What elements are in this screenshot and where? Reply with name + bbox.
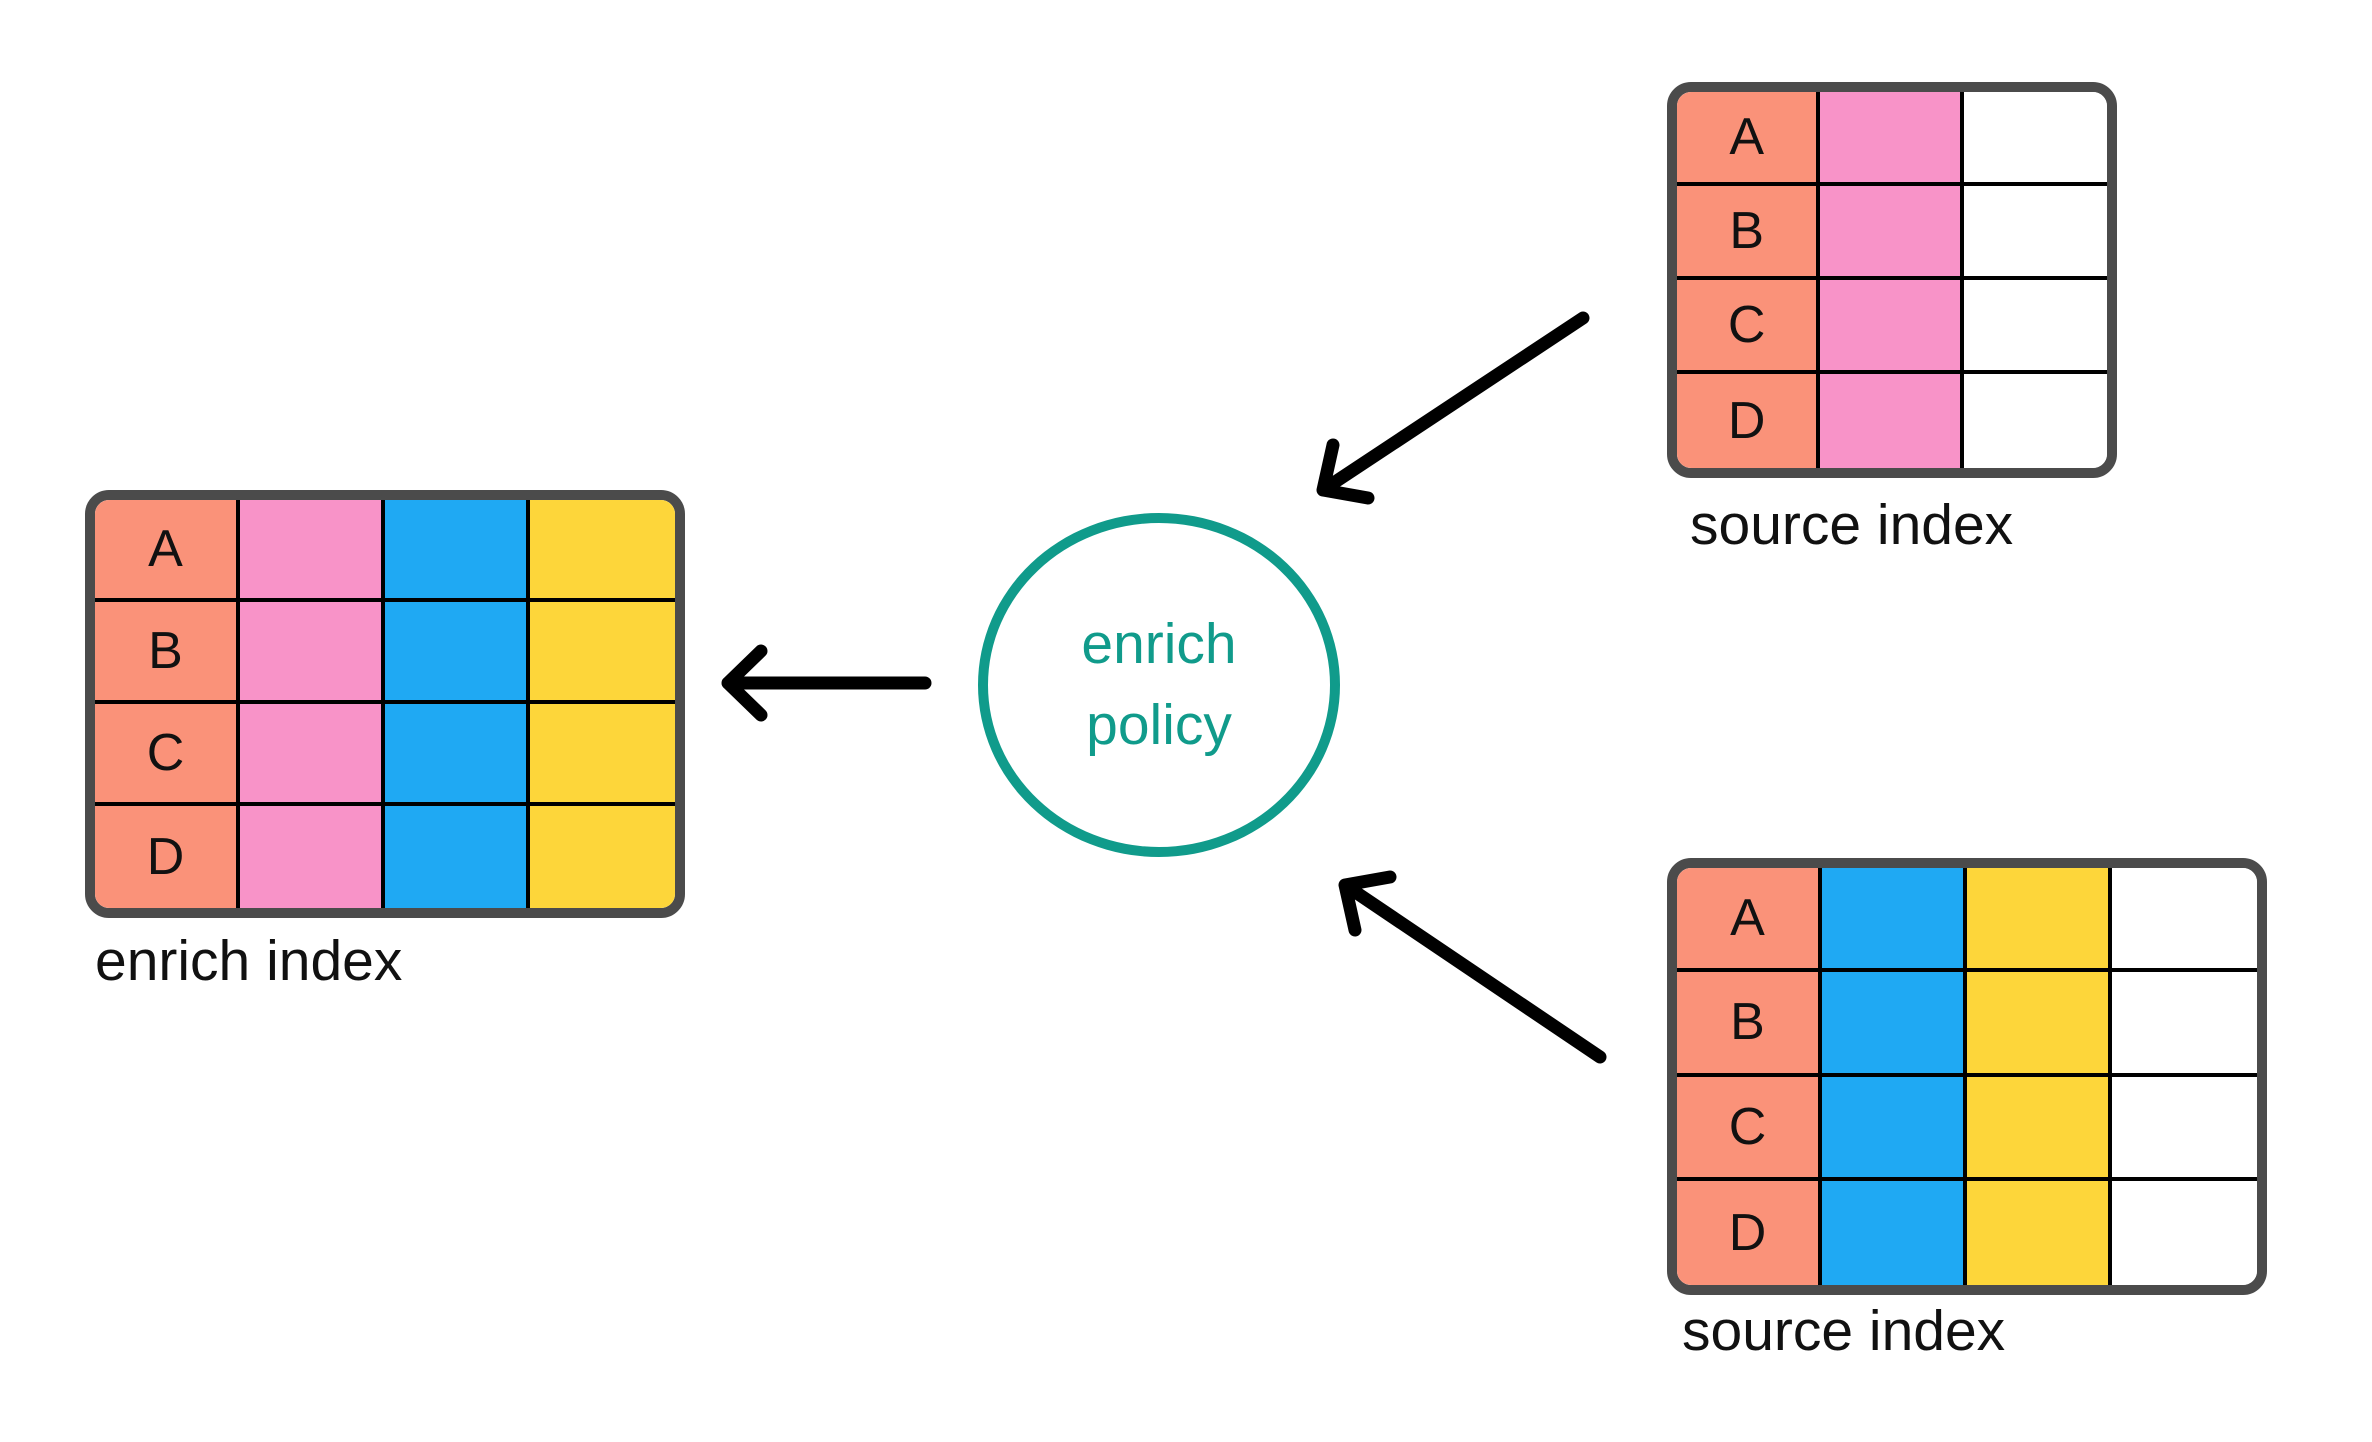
table-cell-white [2112, 1180, 2257, 1285]
table-cell-pink [240, 602, 385, 704]
source-index-bottom-label: source index [1682, 1299, 2006, 1363]
table-cell-salmon-key: D [1677, 1180, 1822, 1285]
table-cell-salmon-key: C [95, 704, 240, 806]
table-cell-blue [385, 704, 530, 806]
table-cell-salmon-key: A [1677, 868, 1822, 973]
table-cell-salmon-key: B [95, 602, 240, 704]
table-cell-yellow [1967, 1180, 2112, 1285]
table-cell-white [1963, 374, 2107, 468]
enrich-policy-text-line1: enrich [1081, 612, 1237, 677]
table-cell-blue [1822, 1076, 1967, 1181]
table-cell-salmon-key: B [1677, 972, 1822, 1077]
table-cell-blue [1822, 1180, 1967, 1285]
table-cell-pink [1820, 92, 1964, 186]
table-cell-pink [1820, 280, 1964, 374]
table-cell-yellow [530, 500, 675, 602]
table-cell-yellow [1967, 1076, 2112, 1181]
arrow-policy-to-enrich-index [721, 644, 932, 722]
table-cell-white [2112, 972, 2257, 1077]
table-cell-pink [1820, 374, 1964, 468]
table-cell-blue [1822, 868, 1967, 973]
table-cell-blue [1822, 972, 1967, 1077]
table-cell-salmon-key: B [1677, 186, 1821, 280]
table-cell-salmon-key: D [1677, 374, 1821, 468]
table-cell-blue [385, 602, 530, 704]
arrow-top-source-to-policy [1316, 311, 1590, 505]
enrich-policy-text-line2: policy [1086, 693, 1232, 757]
table-cell-salmon-key: D [95, 806, 240, 908]
table-cell-salmon-key: A [95, 500, 240, 602]
table-cell-white [1963, 280, 2107, 374]
table-cell-yellow [530, 806, 675, 908]
enrich-policy-circle: enrich policy [978, 513, 1340, 857]
source-index-top-label: source index [1690, 493, 2014, 557]
table-cell-yellow [530, 704, 675, 806]
table-cell-yellow [530, 602, 675, 704]
table-cell-blue [385, 500, 530, 602]
table-cell-pink [240, 500, 385, 602]
enrich-index-label: enrich index [95, 929, 403, 993]
table-cell-pink [240, 806, 385, 908]
table-cell-white [1963, 186, 2107, 280]
table-cell-yellow [1967, 868, 2112, 973]
table-cell-white [2112, 868, 2257, 973]
table-cell-pink [1820, 186, 1964, 280]
table-cell-yellow [1967, 972, 2112, 1077]
table-cell-white [2112, 1076, 2257, 1181]
table-cell-salmon-key: A [1677, 92, 1821, 186]
table-cell-salmon-key: C [1677, 1076, 1822, 1181]
table-cell-white [1963, 92, 2107, 186]
table-cell-salmon-key: C [1677, 280, 1821, 374]
table-cell-blue [385, 806, 530, 908]
arrow-bottom-source-to-policy [1338, 870, 1607, 1064]
table-cell-pink [240, 704, 385, 806]
